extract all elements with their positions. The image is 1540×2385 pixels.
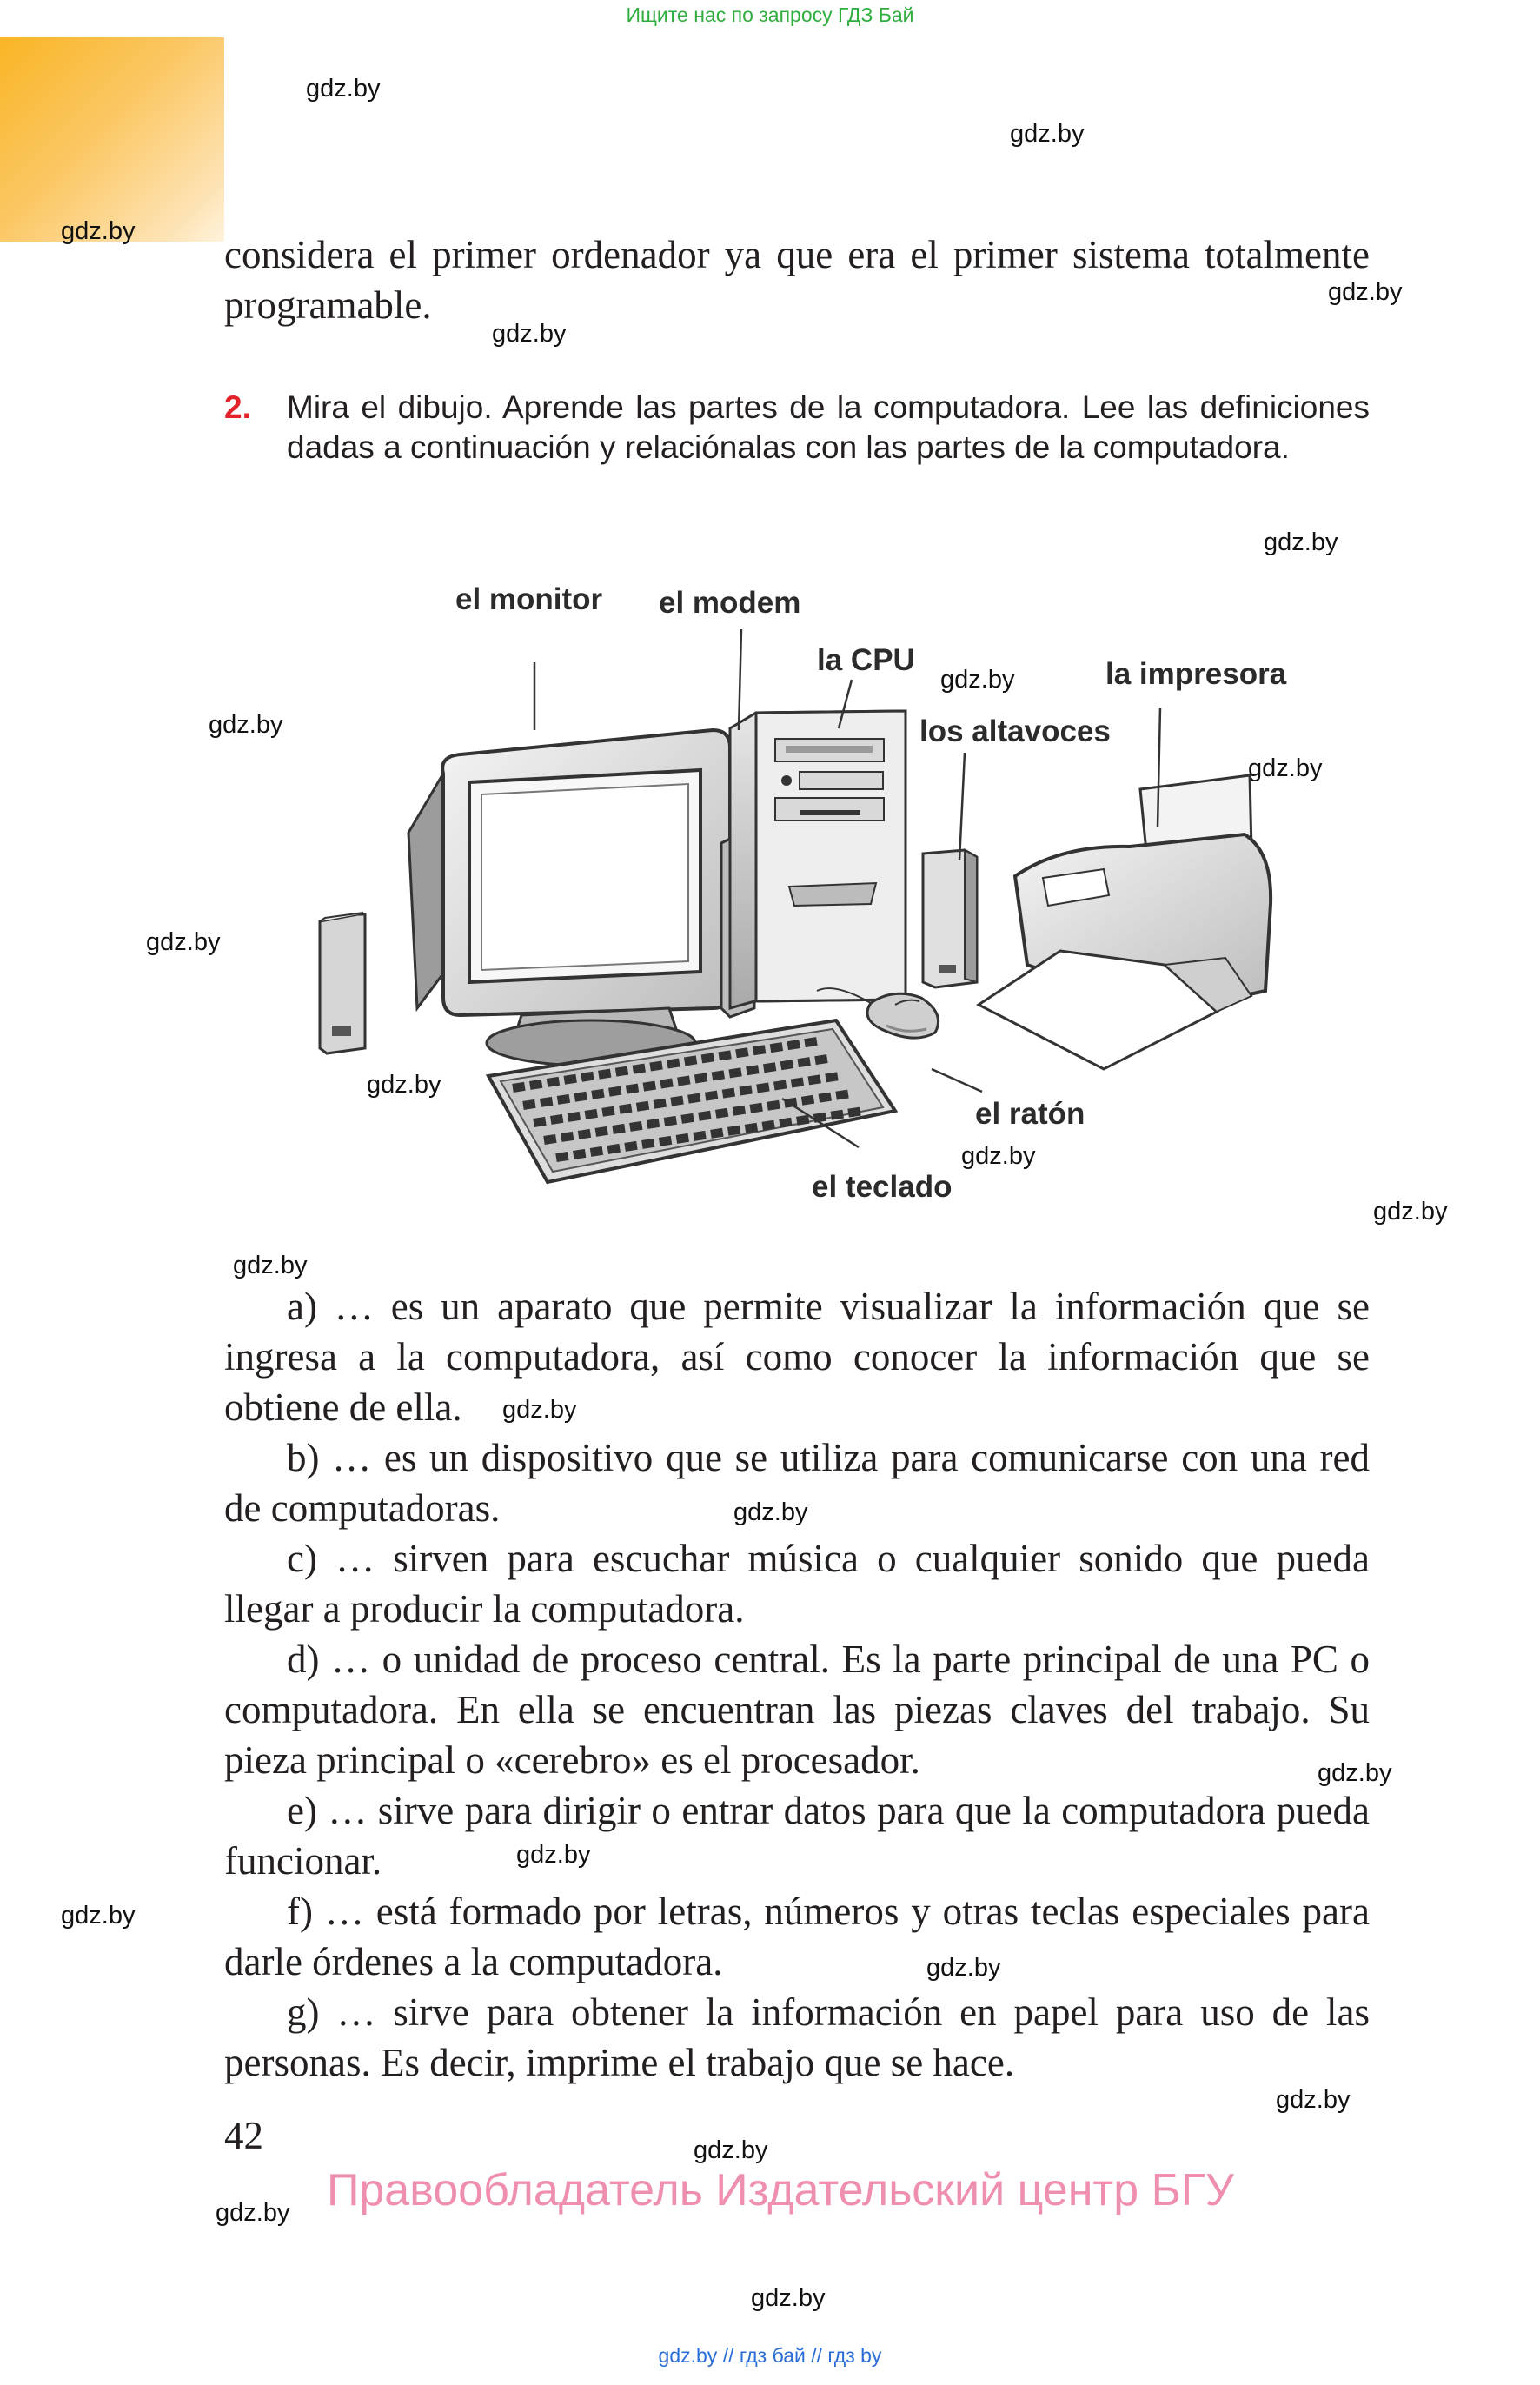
task-text: Mira el dibujo. Aprende las partes de la… [287, 389, 1370, 465]
watermark: gdz.by [1264, 528, 1338, 556]
label-monitor: el monitor [455, 582, 603, 616]
watermark: gdz.by [209, 711, 283, 739]
task-number: 2. [224, 389, 251, 425]
label-printer: la impresora [1105, 657, 1287, 691]
watermark: gdz.by [516, 1841, 591, 1869]
left-speaker [318, 912, 367, 1055]
watermark: gdz.by [233, 1252, 308, 1279]
watermark: gdz.by [940, 666, 1015, 694]
definition-item: a) … es un aparato que permite visualiza… [224, 1285, 1370, 1429]
definition-item: d) … o unidad de proceso central. Es la … [224, 1638, 1370, 1782]
corner-accent [0, 37, 224, 242]
watermark: gdz.by [216, 2199, 290, 2227]
watermark: gdz.by [961, 1142, 1036, 1170]
label-mouse: el ratón [975, 1097, 1085, 1131]
watermark: gdz.by [733, 1498, 808, 1526]
right-speaker [921, 848, 979, 989]
keyboard [485, 1018, 899, 1185]
watermark: gdz.by [1373, 1198, 1448, 1226]
cpu-tower [728, 709, 907, 1010]
printer [976, 774, 1273, 1071]
footer-links[interactable]: gdz.by // гдз бай // гдз by [658, 2344, 882, 2367]
label-keyboard: el teclado [812, 1170, 953, 1204]
mouse [816, 987, 939, 1040]
watermark: gdz.by [502, 1396, 577, 1424]
watermark: gdz.by [492, 320, 567, 348]
watermark: gdz.by [306, 75, 381, 103]
definition-item: c) … sirven para escuchar música o cualq… [224, 1537, 1370, 1631]
watermark: gdz.by [61, 217, 136, 245]
watermark: gdz.by [1248, 754, 1323, 782]
definition-item: g) … sirve para obtener la información e… [224, 1990, 1370, 2084]
page-number: 42 [224, 2114, 263, 2157]
definition-item: e) … sirve para dirigir o entrar datos p… [224, 1789, 1370, 1883]
label-cpu: la CPU [817, 643, 915, 677]
definition-item: b) … es un dispositivo que se utiliza pa… [224, 1436, 1370, 1530]
watermark: gdz.by [694, 2136, 768, 2164]
monitor [407, 727, 732, 1067]
copyright-notice: Правообладатель Издательский центр БГУ [327, 2165, 1234, 2216]
task: 2. Mira el dibujo. Aprende las partes de… [224, 388, 1370, 468]
label-modem: el modem [659, 586, 801, 620]
watermark: gdz.by [1276, 2086, 1351, 2114]
watermark: gdz.by [926, 1954, 1001, 1982]
watermark: gdz.by [1010, 120, 1085, 148]
watermark: gdz.by [367, 1071, 441, 1099]
watermark: gdz.by [146, 928, 221, 956]
intro-paragraph: considera el primer ordenador ya que era… [224, 233, 1370, 327]
definition-item: f) … está formado por letras, números y … [224, 1890, 1370, 1983]
label-speakers: los altavoces [919, 714, 1111, 748]
computer-illustration [318, 628, 1273, 1185]
definitions-list: a) … es un aparato que permite visualiza… [224, 1281, 1370, 2088]
watermark: gdz.by [751, 2284, 826, 2312]
watermark: gdz.by [61, 1902, 136, 1930]
top-banner[interactable]: Ищите нас по запросу ГДЗ Бай [626, 3, 914, 26]
watermark: gdz.by [1318, 1759, 1392, 1787]
callout-lines [533, 628, 1162, 1149]
watermark: gdz.by [1328, 278, 1403, 306]
